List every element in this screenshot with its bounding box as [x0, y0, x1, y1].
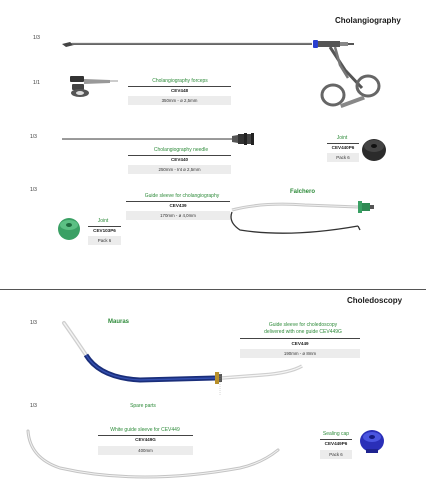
cholangiography-title: Cholangiography	[335, 16, 401, 25]
product-code-guide-sleeve-choled: CEV449	[291, 341, 309, 346]
product-name-joint2: Joint	[97, 218, 109, 224]
product-spec-guide-sleeve-chol: 170mm - ø 4,0mm	[126, 211, 230, 220]
mauras-illustration	[62, 321, 303, 395]
separator-rule	[98, 435, 193, 436]
product-spec-needle: 250mm - Int ø 2,5mm	[128, 165, 231, 174]
product-code-sealing-cap: CEV449P6	[324, 441, 348, 446]
product-name-spare-parts: Spare parts	[130, 403, 156, 409]
scale-label: 1/3	[30, 134, 37, 140]
separator-rule	[126, 201, 230, 202]
forceps-long-illustration	[62, 40, 381, 108]
scale-label: 1/3	[30, 187, 37, 193]
separator-rule	[128, 155, 231, 156]
product-name-guide-sleeve-chol: Guide sleeve for cholangiography	[144, 193, 220, 199]
product-name-white-guide: White guide sleeve for CEV449	[110, 427, 180, 433]
product-code-forceps: CEV448	[170, 88, 189, 93]
product-name-needle: Cholangiography needle	[153, 147, 209, 153]
product-code-white-guide: CEV449G	[135, 437, 156, 442]
separator-rule	[240, 338, 360, 339]
product-pack-sealing-cap: Pack 6	[320, 450, 352, 459]
product-code-joint2: CEV103P6	[93, 228, 116, 233]
separator-rule	[128, 86, 231, 87]
scale-label: 1/1	[33, 80, 40, 86]
product-name-forceps: Cholangiography forceps	[152, 78, 208, 84]
product-spec-white-guide: 400mm	[98, 446, 193, 455]
separator-rule	[88, 226, 121, 227]
product-pack-joint1: Pack 6	[327, 153, 359, 162]
scale-label: 1/3	[33, 35, 40, 41]
falchero-illustration	[230, 201, 374, 234]
scale-label: 1/3	[30, 403, 37, 409]
product-name-guide-sleeve-choled: Guide sleeve for choledoscopy	[268, 322, 338, 328]
product-name-falchero: Falchero	[290, 189, 316, 195]
product-spec-guide-sleeve-choled: 190mm - ø 8mm	[240, 349, 360, 358]
forceps-tip-illustration	[70, 76, 118, 97]
choledoscopy-title: Choledoscopy	[347, 296, 403, 305]
product-name-joint1: Joint	[336, 135, 348, 141]
separator-rule	[320, 439, 352, 440]
product-code-needle: CEV440	[170, 157, 189, 162]
product-pack-joint2: Pack 6	[88, 236, 121, 245]
product-spec-forceps: 350mm - ø 2,5mm	[128, 96, 231, 105]
section-divider	[0, 289, 426, 290]
product-name2-guide-sleeve-choled: delivered with one guide CEV449G	[264, 329, 342, 335]
joint-dark-illustration	[362, 139, 386, 161]
product-name-mauras: Mauras	[108, 319, 130, 325]
product-name-sealing-cap: Sealing cap	[322, 431, 350, 437]
separator-rule	[327, 143, 359, 144]
scale-label: 1/3	[30, 320, 37, 326]
product-code-guide-sleeve-chol: CEV439	[169, 203, 187, 208]
joint-green-illustration	[58, 218, 80, 240]
product-code-joint1: CEV440P6	[331, 145, 355, 150]
needle-illustration	[62, 133, 254, 145]
